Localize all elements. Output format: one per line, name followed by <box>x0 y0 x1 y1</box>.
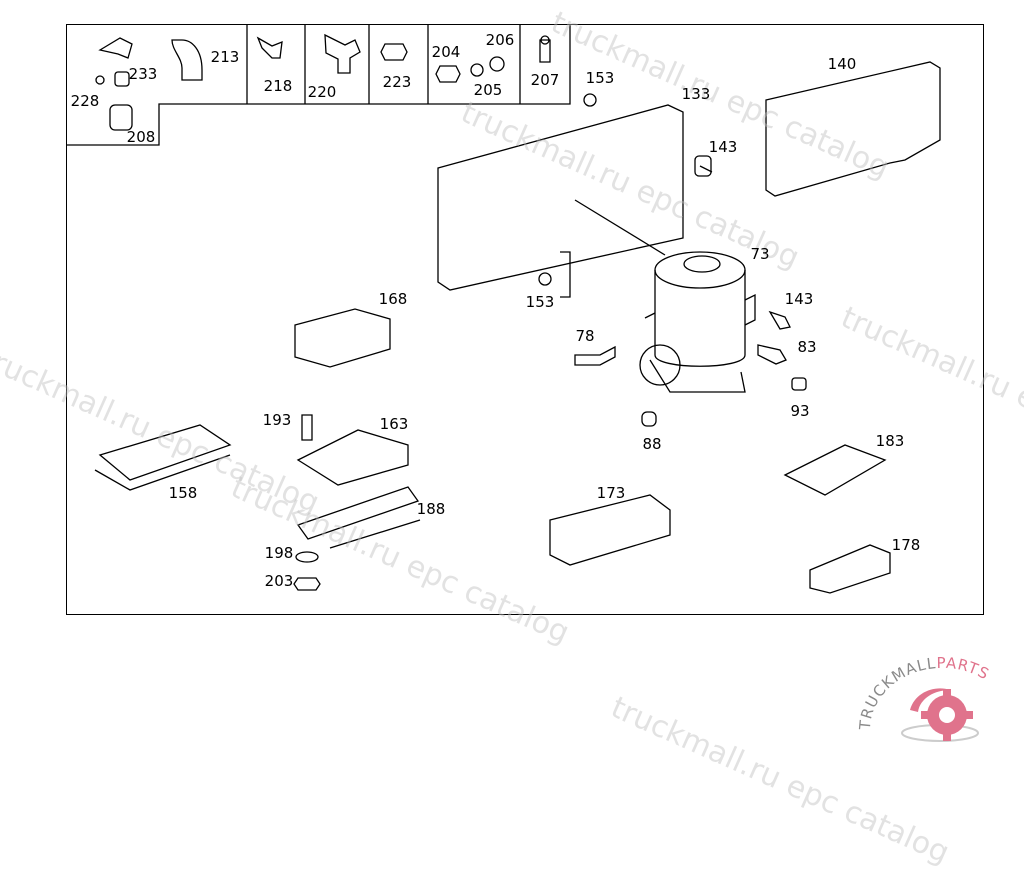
part-label[interactable]: 203 <box>264 572 294 590</box>
part-label[interactable]: 78 <box>575 327 595 345</box>
part-label[interactable]: 193 <box>262 411 292 429</box>
part-label[interactable]: 220 <box>307 83 337 101</box>
part-label[interactable]: 163 <box>379 415 409 433</box>
logo-text-right: PARTS <box>936 655 992 683</box>
part-label[interactable]: 218 <box>263 77 293 95</box>
part-label[interactable]: 183 <box>875 432 905 450</box>
mounting-plate-140 <box>694 61 941 197</box>
part-label[interactable]: 153 <box>585 69 615 87</box>
small-parts-header-boxes <box>67 25 571 146</box>
part-label[interactable]: 207 <box>530 71 560 89</box>
part-label[interactable]: 208 <box>126 128 156 146</box>
part-label[interactable]: 83 <box>797 338 817 356</box>
part-label[interactable]: 206 <box>485 31 515 49</box>
pump-73 <box>639 251 756 393</box>
small-bolts <box>293 310 807 591</box>
diagram-frame <box>66 24 984 615</box>
part-label[interactable]: 228 <box>70 92 100 110</box>
part-label[interactable]: 178 <box>891 536 921 554</box>
part-label[interactable]: 143 <box>708 138 738 156</box>
small-fittings <box>95 33 551 131</box>
distributor-blocks <box>94 308 891 594</box>
gear-logo-icon: TRUCKMALLPARTS <box>856 654 992 742</box>
part-label[interactable]: 158 <box>168 484 198 502</box>
part-label[interactable]: 233 <box>128 65 158 83</box>
mounting-plate-133 <box>437 93 684 298</box>
part-label[interactable]: 204 <box>431 43 461 61</box>
part-label[interactable]: 88 <box>642 435 662 453</box>
part-label[interactable]: 223 <box>382 73 412 91</box>
part-label[interactable]: 205 <box>473 81 503 99</box>
part-label[interactable]: 140 <box>827 55 857 73</box>
part-label[interactable]: 143 <box>784 290 814 308</box>
parts-drawing <box>67 25 941 594</box>
part-label[interactable]: 188 <box>416 500 446 518</box>
part-label[interactable]: 93 <box>790 402 810 420</box>
part-label[interactable]: 73 <box>750 245 770 263</box>
part-label[interactable]: 213 <box>210 48 240 66</box>
truckmallparts-logo: TRUCKMALLPARTS <box>855 654 1020 750</box>
part-label[interactable]: 133 <box>681 85 711 103</box>
part-label[interactable]: 173 <box>596 484 626 502</box>
part-label[interactable]: 198 <box>264 544 294 562</box>
part-label[interactable]: 153 <box>525 293 555 311</box>
part-label[interactable]: 168 <box>378 290 408 308</box>
